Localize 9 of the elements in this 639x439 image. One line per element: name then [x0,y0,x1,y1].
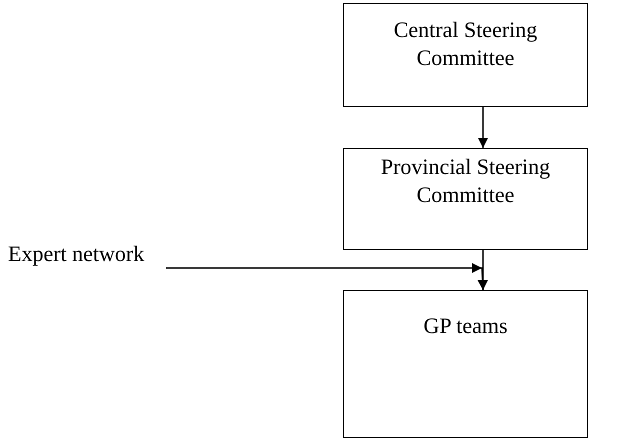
box-text: GP teams [422,312,509,340]
text-label: Expert network [8,240,208,268]
box-text: Provincial Steering Committee [380,153,552,209]
arrow [166,263,486,290]
process-box [343,290,588,438]
process-box [343,148,588,250]
process-box [343,3,588,107]
arrow [478,107,488,148]
box-text: Central Steering Committee [392,16,538,72]
